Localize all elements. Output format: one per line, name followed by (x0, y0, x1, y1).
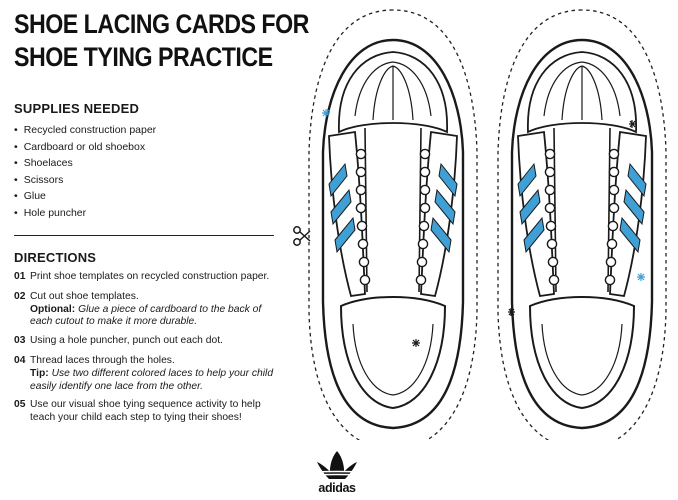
step-text: Thread laces through the holes. (30, 354, 175, 366)
scissors-icon (293, 226, 311, 246)
adidas-trefoil-logo (312, 451, 362, 479)
supply-item: Recycled construction paper (14, 122, 157, 139)
supply-item: Cardboard or old shoebox (14, 139, 156, 156)
direction-step: 03 Using a hole puncher, punch out each … (14, 335, 284, 348)
directions-heading: DIRECTIONS (14, 250, 97, 265)
step-note-label: Optional: (30, 303, 76, 315)
right-shoe-card (496, 8, 668, 440)
direction-step: 04 Thread laces through the holes. Tip: … (14, 355, 284, 393)
direction-step: 02 Cut out shoe templates. Optional: Glu… (14, 291, 284, 329)
supplies-list: Recycled construction paper Cardboard or… (14, 122, 157, 222)
step-note-text: Use two different colored laces to help … (30, 367, 274, 392)
direction-step: 01 Print shoe templates on recycled cons… (14, 271, 284, 284)
step-number: 02 (14, 290, 26, 302)
step-note-text: Glue a piece of cardboard to the back of… (30, 303, 262, 328)
section-divider (14, 235, 274, 236)
step-number: 05 (14, 399, 26, 411)
step-number: 01 (14, 271, 26, 282)
step-text: Cut out shoe templates. (30, 290, 139, 302)
sparkle-icon (412, 120, 636, 347)
adidas-wordmark: adidas (318, 481, 356, 495)
step-text: Print shoe templates on recycled constru… (30, 271, 270, 282)
direction-step: 05 Use our visual shoe tying sequence ac… (14, 399, 284, 425)
directions-list: 01 Print shoe templates on recycled cons… (14, 271, 284, 425)
page-title: SHOE LACING CARDS FOR SHOE TYING PRACTIC… (14, 8, 309, 74)
step-text: Using a hole puncher, punch out each dot… (30, 335, 223, 347)
sparkle-icon (322, 109, 645, 281)
title-line-1: SHOE LACING CARDS FOR (14, 9, 309, 39)
shoe-templates (293, 8, 668, 440)
supply-item: Shoelaces (14, 155, 156, 172)
step-number: 04 (14, 354, 26, 366)
title-line-2: SHOE TYING PRACTICE (14, 42, 273, 72)
step-note-label: Tip: (30, 367, 49, 379)
adidas-logo: adidas (309, 450, 365, 496)
left-shoe-card (307, 8, 479, 440)
supplies-heading: SUPPLIES NEEDED (14, 101, 140, 116)
step-text: Use our visual shoe tying sequence activ… (30, 399, 261, 424)
supply-item: Glue (14, 188, 156, 205)
step-number: 03 (14, 335, 26, 347)
supply-item: Scissors (14, 172, 156, 189)
supply-item: Hole puncher (14, 205, 156, 222)
